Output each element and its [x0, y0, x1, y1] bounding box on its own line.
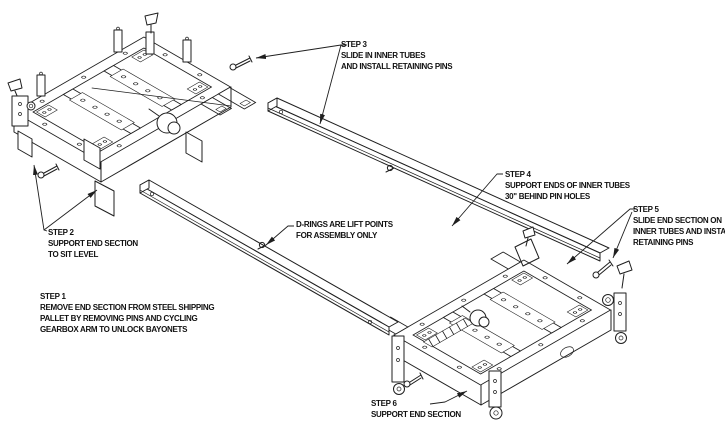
retaining-pin [592, 259, 614, 279]
receiver-socket [490, 251, 522, 270]
step3-line: AND INSTALL RETAINING PINS [341, 62, 453, 71]
step3-line: SLIDE IN INNER TUBES [341, 51, 426, 60]
step3-leader-to-tube [319, 44, 342, 125]
latch-handwheel [26, 101, 36, 111]
corner-post [488, 370, 502, 408]
retaining-pin [37, 163, 60, 179]
pin-hole [149, 191, 155, 197]
step1-line: PALLET BY REMOVING PINS AND CYCLING [40, 314, 198, 323]
shipping-foot [83, 138, 101, 170]
step2-line: TO SIT LEVEL [48, 250, 99, 259]
shipping-foot [17, 130, 33, 158]
step1-line: GEARBOX ARM TO UNLOCK BAYONETS [40, 325, 188, 334]
caster-wheel [393, 383, 405, 395]
right-end-section [377, 251, 633, 420]
tie-rod [91, 87, 232, 107]
retaining-pin [229, 55, 253, 71]
step3-leader-to-pin [255, 44, 347, 59]
latch-handwheel [602, 294, 614, 306]
corner-post [613, 292, 627, 332]
step5-line: RETAINING PINS [633, 238, 694, 247]
step4-label: STEP 4 SUPPORT ENDS OF INNER TUBES 30" B… [505, 169, 630, 202]
step6-line: STEP 6 [371, 399, 397, 408]
step4-leader [451, 173, 503, 227]
retaining-pin [403, 372, 424, 388]
d-rings-line: D-RINGS ARE LIFT POINTS [296, 220, 393, 229]
shipping-foot [185, 131, 203, 163]
d-rings-line: FOR ASSEMBLY ONLY [296, 231, 377, 240]
step6-leader [429, 390, 468, 405]
step5-line: STEP 5 [633, 205, 659, 214]
step3-line: STEP 3 [341, 40, 367, 49]
upper-inner-tube [267, 97, 610, 267]
d-ring-lift-point [385, 164, 395, 173]
d-rings-label: D-RINGS ARE LIFT POINTS FOR ASSEMBLY ONL… [296, 219, 393, 241]
pin-hole [367, 319, 373, 325]
latch-flag-lever [616, 260, 633, 289]
latch-flag-lever [7, 78, 23, 99]
d-rings-leader [265, 225, 294, 246]
step4-line: STEP 4 [505, 170, 531, 179]
bayonet-post [36, 74, 46, 97]
step5-line: INNER TUBES AND INSTALL [633, 227, 725, 236]
step5-leader-to-pin [612, 211, 633, 259]
socket-clamp [514, 226, 540, 267]
step3-label: STEP 3 SLIDE IN INNER TUBES AND INSTALL … [341, 39, 453, 72]
step6-line: SUPPORT END SECTION [371, 410, 461, 419]
caster-wheel [489, 406, 503, 420]
step2-line: STEP 2 [48, 228, 74, 237]
pin-hole [278, 109, 284, 115]
caster-wheel [615, 332, 627, 344]
corner-latch-plate [11, 95, 29, 127]
step1-label: STEP 1 REMOVE END SECTION FROM STEEL SHI… [40, 291, 215, 335]
gearbox-arm [461, 305, 471, 313]
step5-leader-to-frame [566, 208, 635, 265]
step5-label: STEP 5 SLIDE END SECTION ON INNER TUBES … [633, 204, 725, 248]
step6-label: STEP 6 SUPPORT END SECTION [371, 398, 461, 420]
step4-line: 30" BEHIND PIN HOLES [505, 192, 590, 201]
d-ring-lift-point [257, 241, 267, 250]
step5-line: SLIDE END SECTION ON [633, 216, 722, 225]
step1-line: REMOVE END SECTION FROM STEEL SHIPPING [40, 303, 215, 312]
bayonet-post [145, 31, 155, 55]
step2-leader-b [43, 189, 98, 231]
hand-hole [560, 346, 574, 358]
latch-flag-lever [144, 12, 159, 34]
gear-rack-plate [423, 317, 475, 348]
bayonet-post [113, 29, 123, 53]
step4-line: SUPPORT ENDS OF INNER TUBES [505, 181, 630, 190]
step2-label: STEP 2 SUPPORT END SECTION TO SIT LEVEL [48, 227, 138, 260]
bayonet-post [182, 39, 192, 63]
step1-line: STEP 1 [40, 292, 66, 301]
left-end-section [7, 12, 257, 217]
lower-inner-tube [139, 179, 399, 336]
shipping-foot [94, 180, 115, 217]
step2-line: SUPPORT END SECTION [48, 239, 138, 248]
corner-post [391, 335, 405, 383]
gearbox-arm [148, 108, 160, 117]
